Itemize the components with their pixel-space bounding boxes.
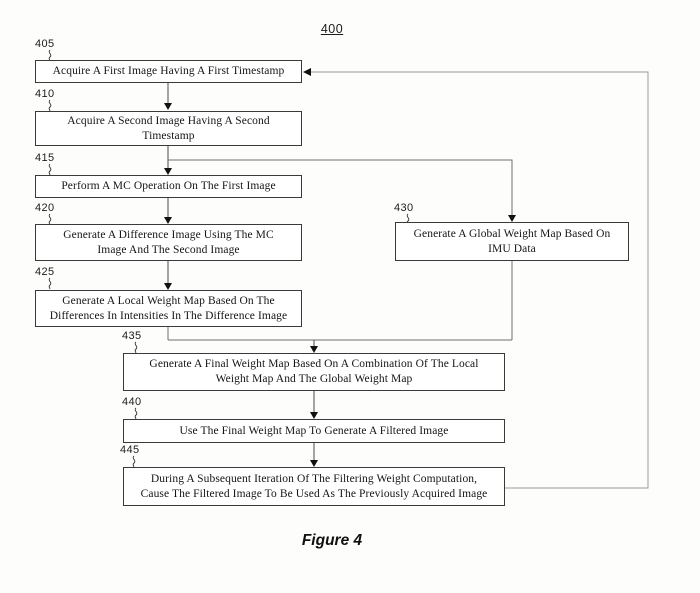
figure-caption: Figure 4 [301, 532, 363, 549]
arrowhead-into-410 [164, 103, 172, 110]
flow-node-445: During A Subsequent Iteration Of The Fil… [123, 467, 505, 506]
arrowhead-into-420 [164, 217, 172, 224]
arrowhead-into-440 [310, 412, 318, 419]
arrowhead-into-405 [303, 68, 311, 76]
ref-label-405: 405 [35, 38, 55, 50]
flow-node-415: Perform A MC Operation On The First Imag… [35, 175, 302, 198]
arrowhead-into-430 [508, 215, 516, 222]
ref-squiggle-445 [132, 455, 136, 468]
arrowhead-into-435 [310, 346, 318, 353]
flow-node-440: Use The Final Weight Map To Generate A F… [123, 419, 505, 443]
ref-squiggle-435 [134, 341, 138, 354]
ref-squiggle-425 [48, 277, 52, 290]
ref-squiggle-440 [134, 407, 138, 420]
edge-445-feedback-405 [311, 71, 649, 489]
ref-label-415: 415 [35, 152, 55, 164]
flow-node-425: Generate A Local Weight Map Based On The… [35, 290, 302, 327]
arrowhead-into-445 [310, 460, 318, 467]
ref-label-410: 410 [35, 88, 55, 100]
flow-node-430: Generate A Global Weight Map Based On IM… [395, 222, 629, 261]
diagram-number: 400 [320, 22, 344, 36]
ref-label-445: 445 [120, 444, 140, 456]
flow-node-405: Acquire A First Image Having A First Tim… [35, 60, 302, 83]
ref-label-435: 435 [122, 330, 142, 342]
flow-node-435: Generate A Final Weight Map Based On A C… [123, 353, 505, 391]
ref-label-420: 420 [35, 202, 55, 214]
flow-node-420: Generate A Difference Image Using The MC… [35, 224, 302, 261]
ref-squiggle-410 [48, 99, 52, 112]
ref-label-440: 440 [122, 396, 142, 408]
flow-node-410: Acquire A Second Image Having A Second T… [35, 111, 302, 146]
ref-squiggle-415 [48, 163, 52, 176]
arrowhead-into-425 [164, 283, 172, 290]
ref-label-430: 430 [394, 202, 414, 214]
ref-label-425: 425 [35, 266, 55, 278]
edge-410-430 [168, 159, 513, 216]
arrowhead-into-415 [164, 168, 172, 175]
